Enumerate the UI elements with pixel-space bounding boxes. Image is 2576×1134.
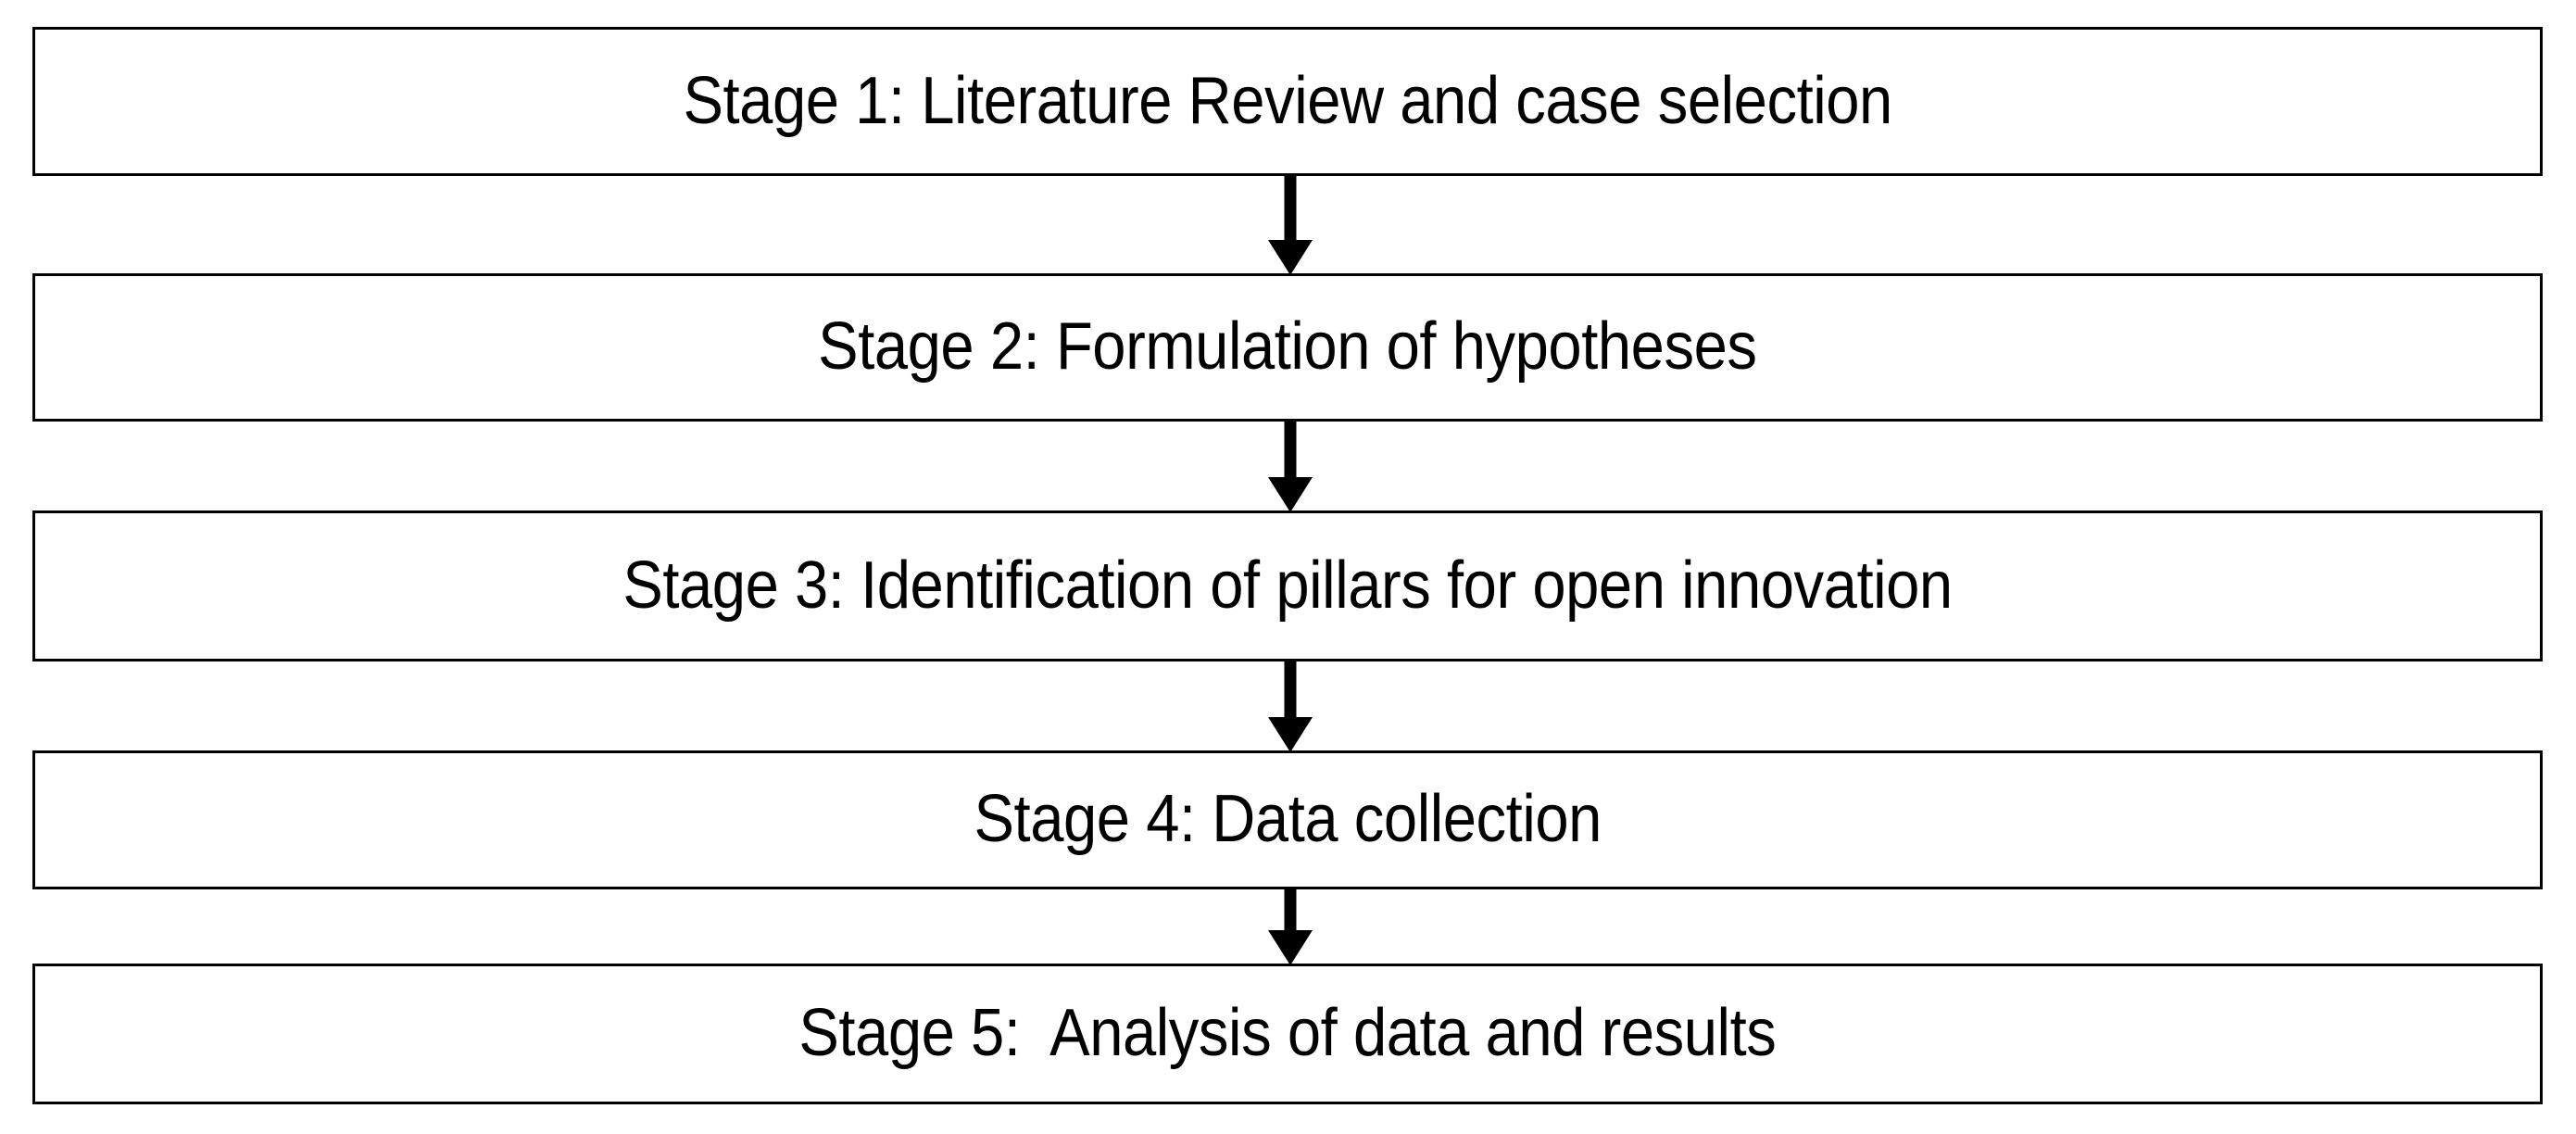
flow-node-stage-4[interactable]: Stage 4: Data collection	[32, 750, 2543, 889]
flow-connector-stage-1-to-stage-2	[1268, 174, 1313, 275]
flow-node-label: Stage 1: Literature Review and case sele…	[683, 63, 1892, 138]
arrow-shaft	[1284, 420, 1297, 478]
flow-node-stage-3[interactable]: Stage 3: Identification of pillars for o…	[32, 510, 2543, 662]
arrow-head-icon	[1268, 240, 1313, 275]
arrow-shaft	[1284, 888, 1297, 931]
flow-node-label: Stage 4: Data collection	[974, 782, 1602, 857]
arrow-head-icon	[1268, 717, 1313, 752]
arrow-head-icon	[1268, 930, 1313, 965]
flow-node-label: Stage 3: Identification of pillars for o…	[622, 548, 1953, 623]
flow-node-label: Stage 5: Analysis of data and results	[798, 996, 1777, 1071]
arrow-head-icon	[1268, 477, 1313, 512]
flow-connector-stage-4-to-stage-5	[1268, 888, 1313, 965]
flow-node-stage-1[interactable]: Stage 1: Literature Review and case sele…	[32, 27, 2543, 176]
flow-node-label: Stage 2: Formulation of hypotheses	[818, 309, 1757, 384]
flow-connector-stage-3-to-stage-4	[1268, 660, 1313, 752]
flow-node-stage-5[interactable]: Stage 5: Analysis of data and results	[32, 964, 2543, 1104]
flow-node-stage-2[interactable]: Stage 2: Formulation of hypotheses	[32, 273, 2543, 422]
flow-connector-stage-2-to-stage-3	[1268, 420, 1313, 512]
arrow-shaft	[1284, 174, 1297, 241]
arrow-shaft	[1284, 660, 1297, 718]
